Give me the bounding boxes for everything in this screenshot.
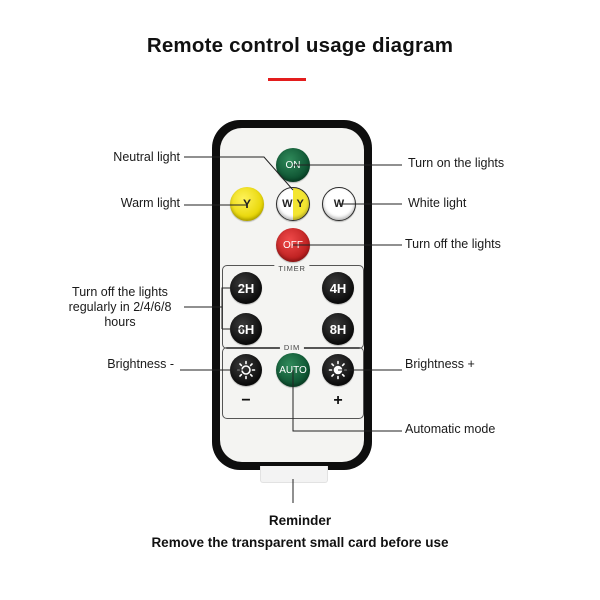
neutral-w-label: W (282, 198, 293, 210)
reminder-title: Reminder (268, 513, 332, 528)
neutral-y-label: Y (296, 198, 304, 210)
label-neutral-light: Neutral light (113, 150, 180, 164)
timer-8h-button[interactable]: 8H (322, 313, 354, 345)
plus-sign: + (333, 392, 343, 409)
label-brightness-minus: Brightness - (107, 357, 174, 371)
transparent-card-tab (260, 466, 328, 483)
label-turn-on: Turn on the lights (408, 156, 505, 170)
leader-line-neutral (184, 156, 294, 191)
label-timer-off: Turn off the lights regularly in 2/4/6/8… (68, 285, 172, 329)
reminder-text: Remove the transparent small card before… (151, 535, 449, 550)
dim-group-label: DIM (279, 343, 305, 352)
timer-4h-button[interactable]: 4H (322, 272, 354, 304)
label-automatic-mode: Automatic mode (405, 422, 496, 436)
label-turn-off: Turn off the lights (405, 237, 501, 251)
leader-line-auto (292, 370, 402, 432)
diagram-title: Remote control usage diagram (146, 34, 454, 57)
leader-line-timer (184, 287, 246, 308)
title-accent-bar (268, 78, 306, 81)
warm-light-button[interactable]: Y (230, 187, 264, 221)
label-white-light: White light (408, 196, 467, 210)
label-warm-light: Warm light (120, 196, 180, 210)
neutral-light-button[interactable]: W Y (276, 187, 310, 221)
label-brightness-plus: Brightness + (405, 357, 475, 371)
timer-group-label: TIMER (274, 264, 310, 273)
minus-sign: − (241, 392, 251, 409)
